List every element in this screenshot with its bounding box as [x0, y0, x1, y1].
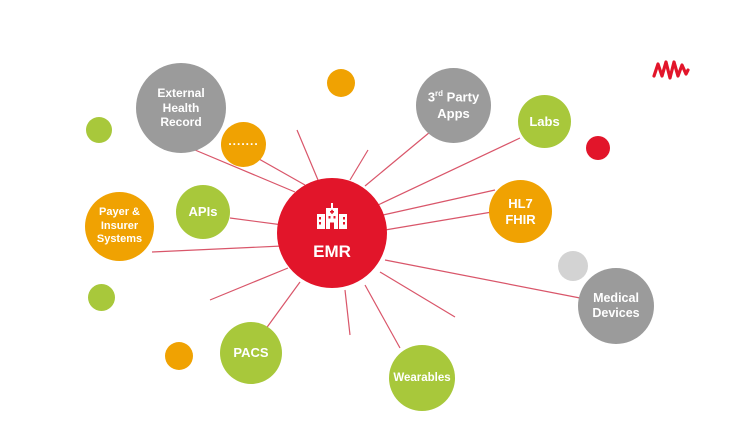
spoke-line — [364, 131, 431, 187]
ordinal-suffix: rd — [435, 89, 444, 99]
decorative-dot — [88, 284, 115, 311]
decorative-dot — [558, 251, 588, 281]
spoke-line — [384, 259, 581, 299]
node-label: APIs — [188, 204, 218, 220]
labs-node: Labs — [518, 95, 571, 148]
apis-node: APIs — [176, 185, 230, 239]
spoke-line — [229, 217, 284, 226]
spoke-line — [194, 149, 296, 193]
spoke-line — [251, 154, 306, 186]
spoke-line — [344, 289, 351, 336]
node-label: Labs — [529, 113, 560, 129]
pacs-node: PACS — [220, 322, 282, 384]
third-party-apps-node: 3rd Party Apps — [416, 68, 491, 143]
wearables-node: Wearables — [389, 345, 455, 411]
node-label-line: Systems — [96, 233, 143, 246]
spoke-line — [379, 271, 456, 318]
spoke-line — [264, 281, 301, 331]
node-label-line: Apps — [437, 105, 470, 121]
node-label-line: Insurer — [100, 219, 139, 232]
spoke-line — [364, 284, 401, 349]
node-label-line: HL7 — [508, 195, 533, 211]
node-label-line: Devices — [592, 306, 640, 320]
spoke-line — [382, 189, 496, 216]
node-label-line: 3rd Party — [428, 89, 479, 105]
ordinal-number: 3 — [427, 89, 436, 105]
node-label-line: External — [157, 86, 205, 101]
more-systems-node: ....... — [221, 122, 266, 167]
node-label-line: Payer & — [99, 206, 140, 219]
spoke-line — [377, 137, 521, 206]
node-label: Wearables — [393, 371, 451, 384]
node-label-line: FHIR — [505, 211, 536, 227]
emr-label: EMR — [313, 242, 351, 262]
decorative-dot — [586, 136, 610, 160]
spoke-line — [151, 245, 283, 253]
external-health-record-node: External Health Record — [136, 63, 226, 153]
node-label: ....... — [228, 134, 259, 149]
spoke-line — [296, 129, 319, 181]
hl7-fhir-node: HL7 FHIR — [489, 180, 552, 243]
spoke-line — [209, 267, 289, 301]
node-label-text: Party — [443, 89, 480, 105]
node-label-line: Medical — [593, 290, 639, 305]
hospital-icon — [315, 202, 349, 235]
waveform-logo-icon — [652, 56, 690, 82]
decorative-dot — [327, 69, 355, 97]
decorative-dot — [165, 342, 193, 370]
node-label-line: Record — [160, 115, 202, 130]
emr-hub: EMR — [277, 178, 387, 288]
node-label: PACS — [233, 345, 269, 361]
payer-insurer-systems-node: Payer & Insurer Systems — [85, 192, 154, 261]
medical-devices-node: Medical Devices — [578, 268, 654, 344]
spoke-line — [384, 211, 493, 231]
decorative-dot — [86, 117, 112, 143]
spoke-line — [349, 149, 369, 181]
node-label-line: Health — [162, 100, 200, 115]
